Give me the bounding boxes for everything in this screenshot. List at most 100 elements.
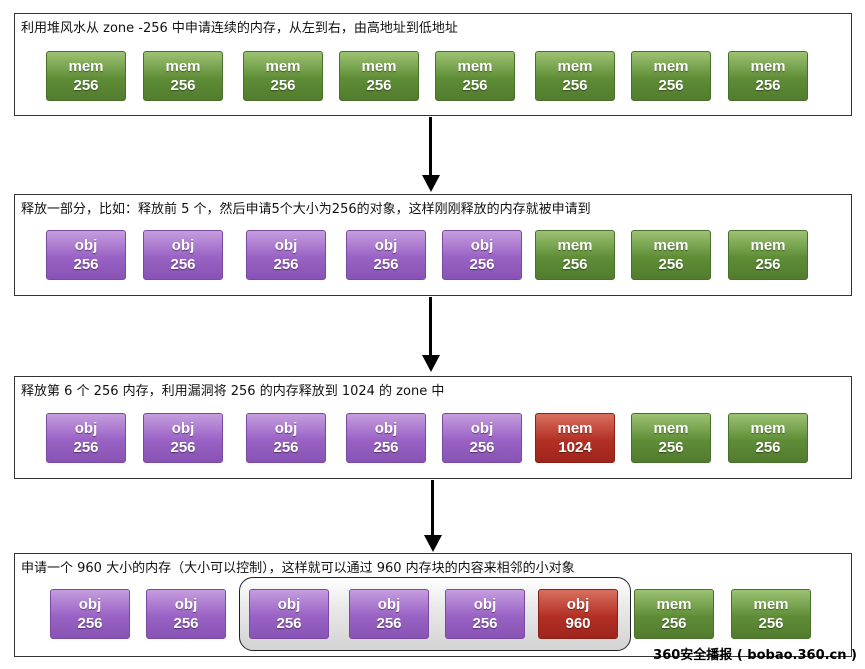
block-size: 256 — [758, 615, 784, 632]
block-type: obj — [174, 596, 198, 613]
step-1-block-4: mem 256 — [339, 51, 419, 101]
step-4-block-4: obj 256 — [349, 589, 429, 639]
block-size: 256 — [273, 439, 299, 456]
block-size: 256 — [366, 77, 392, 94]
block-type: obj — [377, 596, 401, 613]
step-2-title: 释放一部分，比如：释放前 5 个，然后申请5个大小为256的对象，这样刚刚释放的… — [21, 202, 591, 217]
block-size: 256 — [376, 615, 402, 632]
block-size: 256 — [469, 256, 495, 273]
block-type: obj — [171, 237, 195, 254]
block-type: obj — [374, 420, 398, 437]
step-1-block-7: mem 256 — [631, 51, 711, 101]
step-2-block-2: obj 256 — [143, 230, 223, 280]
step-1-panel: 利用堆风水从 zone -256 中申请连续的内存，从左到右，由高地址到低地址 — [14, 13, 852, 116]
block-type: mem — [557, 237, 593, 254]
step-3-panel: 释放第 6 个 256 内存，利用漏洞将 256 的内存释放到 1024 的 z… — [14, 376, 852, 479]
block-size: 256 — [755, 439, 781, 456]
step-3-block-7: mem 256 — [631, 413, 711, 463]
step-3-block-1: obj 256 — [46, 413, 126, 463]
arrow-3-shaft — [431, 480, 434, 537]
block-type: mem — [653, 237, 689, 254]
step-2-block-7: mem 256 — [631, 230, 711, 280]
block-size: 256 — [170, 439, 196, 456]
step-2-block-6: mem 256 — [535, 230, 615, 280]
step-1-block-6: mem 256 — [535, 51, 615, 101]
block-size: 256 — [755, 256, 781, 273]
block-type: obj — [374, 237, 398, 254]
step-3-block-2: obj 256 — [143, 413, 223, 463]
block-type: obj — [274, 420, 298, 437]
block-type: obj — [74, 237, 98, 254]
block-size: 256 — [462, 77, 488, 94]
step-4-block-1: obj 256 — [50, 589, 130, 639]
block-size: 256 — [562, 256, 588, 273]
step-3-block-6: mem 1024 — [535, 413, 615, 463]
block-type: mem — [557, 58, 593, 75]
block-size: 256 — [658, 439, 684, 456]
block-type: mem — [653, 58, 689, 75]
watermark: 360安全播报 ( bobao.360.cn ) — [653, 648, 857, 663]
block-type: obj — [470, 420, 494, 437]
block-type: obj — [74, 420, 98, 437]
block-type: mem — [361, 58, 397, 75]
block-size: 256 — [273, 256, 299, 273]
block-size: 256 — [658, 77, 684, 94]
block-size: 256 — [77, 615, 103, 632]
block-type: obj — [470, 237, 494, 254]
block-size: 256 — [73, 439, 99, 456]
arrow-1-head — [422, 175, 440, 192]
block-type: mem — [750, 237, 786, 254]
step-1-title: 利用堆风水从 zone -256 中申请连续的内存，从左到右，由高地址到低地址 — [21, 21, 458, 36]
block-size: 256 — [562, 77, 588, 94]
arrow-2-head — [422, 355, 440, 372]
block-type: mem — [557, 420, 593, 437]
block-size: 256 — [373, 439, 399, 456]
step-1-block-5: mem 256 — [435, 51, 515, 101]
arrow-2-shaft — [429, 297, 432, 357]
block-type: obj — [274, 237, 298, 254]
block-type: mem — [750, 420, 786, 437]
arrow-3-head — [424, 535, 442, 552]
block-type: mem — [653, 420, 689, 437]
block-size: 256 — [658, 256, 684, 273]
block-size: 1024 — [558, 439, 592, 456]
block-type: mem — [165, 58, 201, 75]
block-size: 256 — [661, 615, 687, 632]
step-4-block-2: obj 256 — [146, 589, 226, 639]
block-size: 256 — [270, 77, 296, 94]
step-4-block-3: obj 256 — [249, 589, 329, 639]
step-3-block-8: mem 256 — [728, 413, 808, 463]
block-size: 256 — [173, 615, 199, 632]
arrow-1-shaft — [429, 117, 432, 177]
step-3-block-3: obj 256 — [246, 413, 326, 463]
block-size: 960 — [565, 615, 591, 632]
block-type: mem — [457, 58, 493, 75]
step-2-block-8: mem 256 — [728, 230, 808, 280]
block-type: mem — [265, 58, 301, 75]
block-size: 256 — [170, 256, 196, 273]
block-size: 256 — [170, 77, 196, 94]
block-type: mem — [753, 596, 789, 613]
block-size: 256 — [472, 615, 498, 632]
block-type: obj — [171, 420, 195, 437]
block-size: 256 — [73, 77, 99, 94]
step-2-block-5: obj 256 — [442, 230, 522, 280]
step-3-block-4: obj 256 — [346, 413, 426, 463]
step-1-block-2: mem 256 — [143, 51, 223, 101]
block-type: mem — [750, 58, 786, 75]
step-2-block-3: obj 256 — [246, 230, 326, 280]
step-1-block-3: mem 256 — [243, 51, 323, 101]
block-size: 256 — [373, 256, 399, 273]
block-type: obj — [277, 596, 301, 613]
block-size: 256 — [276, 615, 302, 632]
block-type: obj — [78, 596, 102, 613]
step-2-panel: 释放一部分，比如：释放前 5 个，然后申请5个大小为256的对象，这样刚刚释放的… — [14, 194, 852, 296]
step-4-title: 申请一个 960 大小的内存（大小可以控制），这样就可以通过 960 内存块的内… — [21, 561, 575, 576]
block-type: mem — [68, 58, 104, 75]
